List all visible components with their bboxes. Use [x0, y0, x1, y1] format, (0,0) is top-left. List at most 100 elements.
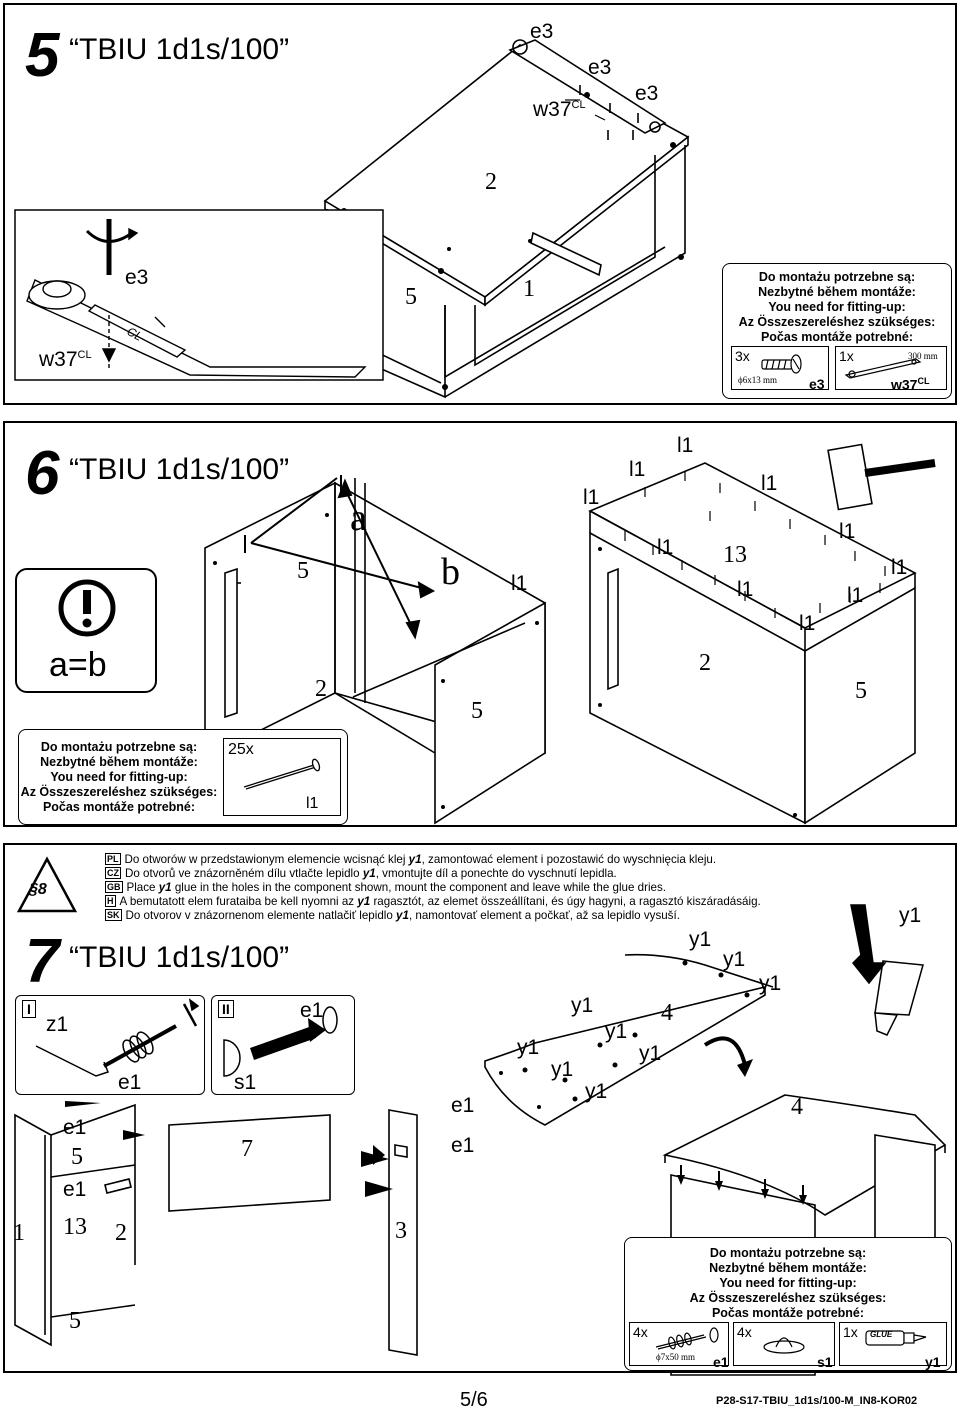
instruction-gb-glue: y1 — [158, 881, 172, 894]
label-e1-mid-a: e1 — [451, 1094, 475, 1117]
step7-number: 7 — [25, 927, 60, 996]
req-qty-screw: 3x — [735, 348, 750, 364]
cam-insert-icon — [223, 1006, 338, 1077]
lang-code-cz: CZ — [105, 867, 121, 879]
req-glue-word: GLUE — [870, 1330, 893, 1339]
req-dim-screw: ϕ6x13 mm — [738, 375, 777, 385]
instruction-pl-after: , zamontować element i pozostawić do wys… — [421, 853, 717, 866]
document-code: P28-S17-TBIU_1d1s/100-M_IN8-KOR02 — [716, 1395, 918, 1407]
req-item-nail: 25x l1 — [223, 738, 341, 816]
req-dim-cam-bolt: ϕ7x50 mm — [656, 1352, 695, 1362]
nail-label: l1 — [737, 578, 754, 601]
req-item-cover-cap: 4x — [733, 1322, 835, 1366]
sub-step-ii-badge: II — [218, 1000, 234, 1018]
req-line-gb: You need for fitting-up: — [768, 300, 906, 314]
req-code-s1: s1 — [817, 1354, 833, 1370]
req-line-sk: Počas montáže potrebné: — [760, 330, 914, 344]
step7-requirements-text: Do montażu potrzebne są: Nezbytné během … — [625, 1246, 951, 1321]
step6-requirements-box: Do montażu potrzebne są: Nezbytné během … — [18, 729, 348, 825]
cam-tool-icon — [35, 998, 200, 1077]
req-line-h: Az Összeszereléshez szükséges: — [689, 1291, 887, 1305]
req-code-e1: e1 — [713, 1354, 729, 1370]
req-code-l1: l1 — [306, 795, 319, 812]
instruction-pl-glue: y1 — [408, 853, 422, 866]
label-s1-sub-ii: s1 — [234, 1071, 257, 1094]
screw-icon — [761, 354, 802, 374]
label-e1-sub-ii: e1 — [300, 999, 324, 1022]
step5-requirements-box: Do montażu potrzebne są: Nezbytné během … — [722, 263, 952, 399]
glue-point-label: y1 — [723, 948, 746, 971]
sub-step-i-badge: I — [22, 1000, 36, 1018]
step6-requirements-text: Do montażu potrzebne są: Nezbytné během … — [19, 740, 219, 815]
instruction-sk-glue: y1 — [396, 909, 409, 922]
req-line-pl: Do montażu potrzebne są: — [40, 740, 198, 754]
cam-bolt-icon — [655, 1327, 719, 1350]
step7-part-4-a: 4 — [661, 1000, 673, 1026]
drawer-rail-icon — [844, 358, 922, 379]
w37-top-text: w37 — [533, 98, 572, 121]
req-code-w37: w37CL — [891, 376, 929, 393]
measure-warning-box: a=b — [15, 568, 157, 693]
step7-part-5-bottom: 5 — [69, 1308, 81, 1334]
label-e1-sub-i: e1 — [118, 1071, 142, 1094]
req-code-y1: y1 — [925, 1354, 941, 1370]
nail-icon — [243, 758, 321, 790]
glue-point-label: y1 — [551, 1058, 574, 1081]
nail-label: l1 — [629, 458, 646, 481]
step5-title: “TBIU 1d1s/100” — [69, 33, 290, 66]
req-line-sk: Počas montáže potrebné: — [711, 1306, 865, 1320]
instruction-sk-after: , namontovať element a počkať, až sa lep… — [408, 909, 680, 922]
step7-part-13: 13 — [63, 1214, 87, 1240]
glue-point-label: y1 — [759, 972, 782, 995]
req-item-screw: 3x ϕ6x13 mm — [731, 346, 829, 390]
label-b: b — [441, 551, 460, 593]
lang-code-pl: PL — [105, 853, 121, 865]
label-a: a — [350, 497, 367, 539]
label-z1: z1 — [46, 1013, 69, 1036]
label-w37-inset: w37CL — [39, 349, 92, 370]
step7-part-7: 7 — [241, 1136, 253, 1162]
req-item-cam-bolt: 4x ϕ7x50 mm — [629, 1322, 729, 1366]
w37-inset-sup: CL — [77, 349, 92, 361]
instruction-pl-before: Do otworów w przedstawionym elemencie wc… — [124, 853, 409, 866]
label-e3-top-c: e3 — [635, 82, 659, 105]
step7-part-1: 1 — [13, 1220, 25, 1246]
lang-code-sk: SK — [105, 909, 122, 921]
instruction-cz-glue: y1 — [362, 867, 376, 880]
step6-part-2b: 2 — [699, 650, 711, 676]
req-qty-cam-bolt: 4x — [633, 1324, 648, 1340]
nail-label: l1 — [839, 520, 856, 543]
paragraph-sign: §8 — [29, 881, 47, 898]
label-e3-inset: e3 — [125, 266, 149, 289]
glue-point-label: y1 — [639, 1042, 662, 1065]
instruction-gb-after: glue in the holes in the component shown… — [171, 881, 666, 894]
label-e3-top-a: e3 — [530, 20, 554, 43]
page-number: 5/6 — [460, 1389, 488, 1411]
step6-panel: 6 “TBIU 1d1s/100” a=b — [3, 421, 957, 827]
nail-label: l1 — [583, 486, 600, 509]
lang-code-gb: GB — [105, 881, 123, 893]
part-number-5: 5 — [405, 284, 417, 310]
req-qty-rail: 1x — [839, 348, 854, 364]
nail-label: l1 — [761, 472, 778, 495]
step7-part-5-left: 5 — [71, 1144, 83, 1170]
step7-part-2: 2 — [115, 1220, 127, 1246]
instruction-cz-before: Do otvorů ve znázorněném dílu vtlačte le… — [125, 867, 363, 880]
req-line-h: Az Összeszereléshez szükséges: — [20, 785, 218, 799]
glue-bottle-icon — [865, 1330, 927, 1346]
exclamation-icon — [58, 579, 116, 637]
label-e1-mid-b: e1 — [451, 1134, 475, 1157]
instruction-h-glue: y1 — [357, 895, 371, 908]
lang-code-h: H — [105, 895, 116, 907]
step5-cabinet-drawing — [14, 39, 690, 399]
req-line-cz: Nezbytné během montáže: — [40, 755, 198, 769]
req-line-cz: Nezbytné během montáže: — [758, 285, 916, 299]
w37-top-sup: CL — [571, 99, 586, 111]
glue-point-label: y1 — [899, 904, 922, 927]
step6-l1-mid: l1 — [511, 572, 528, 595]
nail-label: l1 — [657, 536, 674, 559]
req-qty-glue: 1x — [843, 1324, 858, 1340]
glue-point-label: y1 — [585, 1080, 608, 1103]
